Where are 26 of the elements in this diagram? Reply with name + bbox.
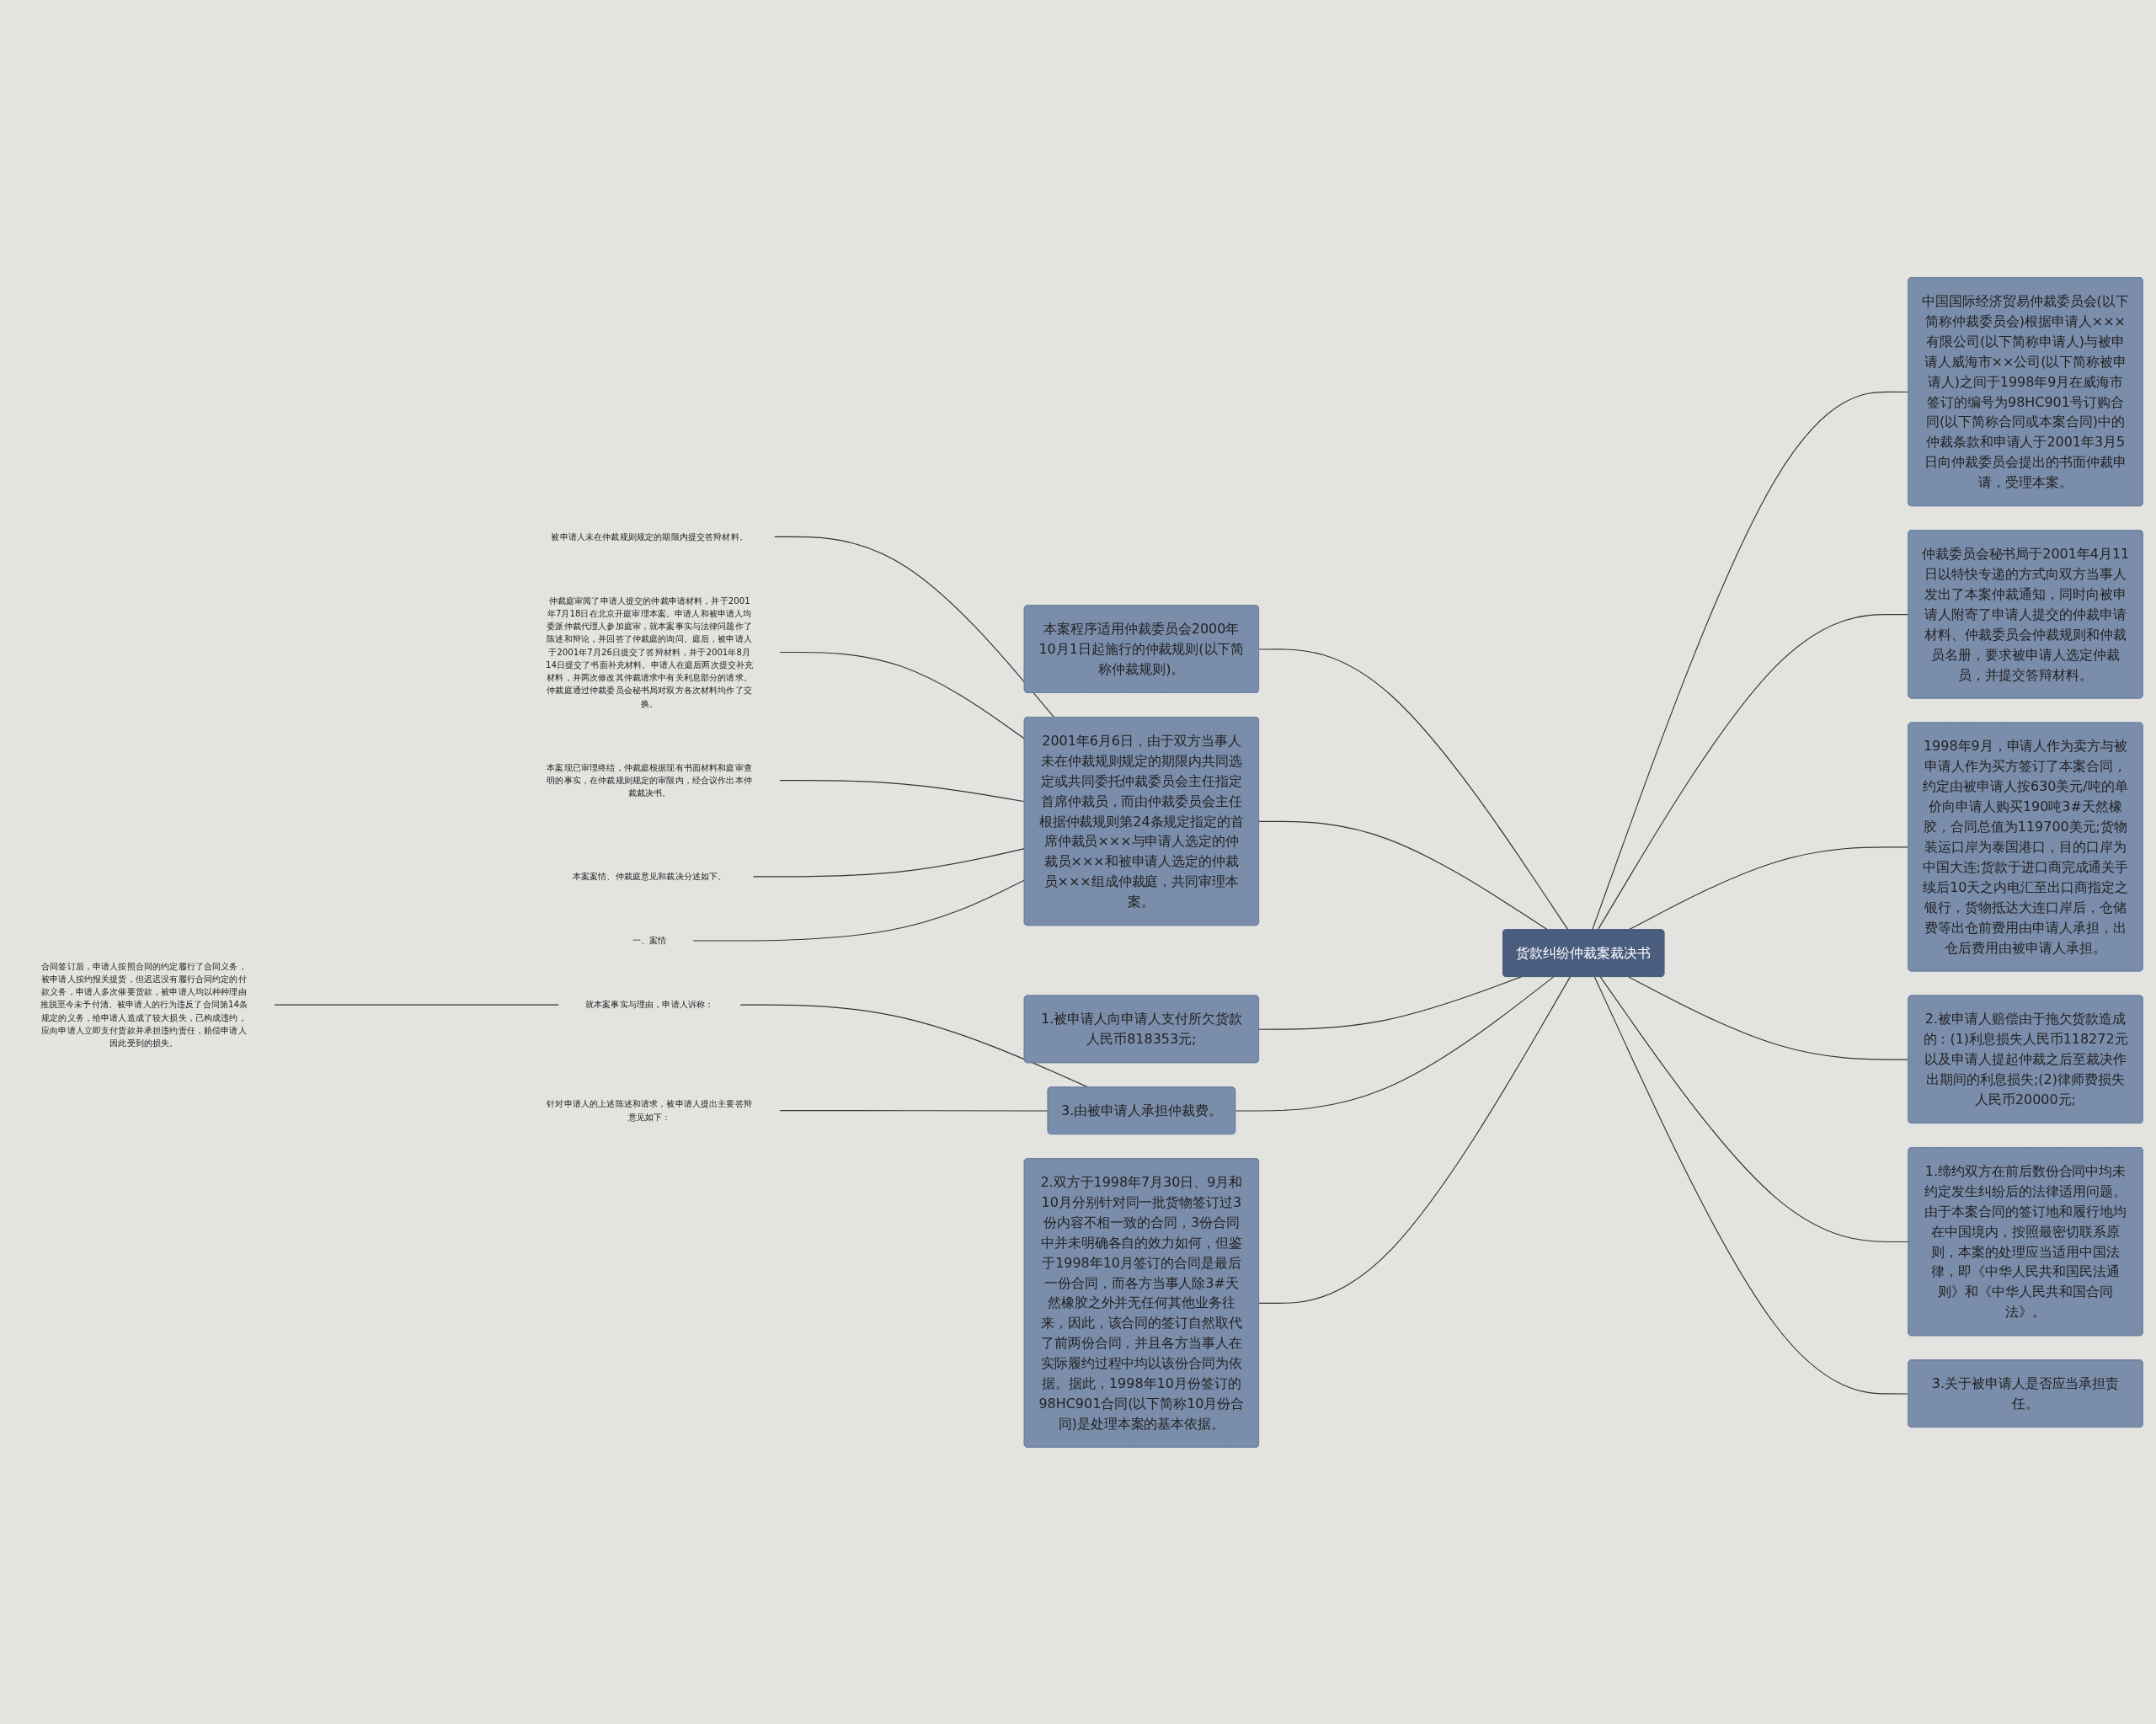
connector [779,779,1026,802]
connector [1258,975,1571,1304]
node-text: 被申请人未在仲裁规则规定的期限内提交答辩材料。 [551,531,748,542]
connector [274,1004,559,1006]
connector [779,651,1026,739]
connector [1258,975,1522,1030]
connector [1258,820,1549,931]
node-text: 一、案情 [632,935,667,945]
node-text: 本案案情、仲裁庭意见和裁决分述如下。 [572,871,727,881]
connector [752,847,1026,877]
connector [1235,975,1555,1112]
connector [779,1109,1049,1112]
node-text: 本案现已审理终结，仲裁庭根据现有书面材料和庭审查明的事实，在仲裁规则规定的审限内，经合议作出本仲裁裁决书。 [547,761,752,798]
connector [1599,975,1909,1242]
node-text: 针对申请人的上述陈述和请求，被申请人提出主要答辩意见如下： [547,1098,752,1122]
connector [1592,391,1909,931]
connector [1593,975,1909,1395]
connector [774,536,1055,718]
connector [1628,846,1909,931]
node-text: 就本案事实与理由，申请人诉称： [585,999,714,1010]
connector [1258,648,1569,931]
connector [1597,613,1909,931]
node-text: 合同签订后，申请人按照合同的约定履行了合同义务，被申请人按约报关提货，但迟迟没有履行合同约定的付款义务，申请人多次催要货款，被申请人均以种种理由推脱至今未予付清。被申请人的行为违反了合同第14条规定的义务，给申请人造成了较大损失，已构成违约，应向申请人立即支付货款并承担违约责任，赔偿申请人因此受到的损失。 [40,960,248,1048]
connector [692,878,1026,942]
node-text: 仲裁庭审阅了申请人提交的仲裁申请材料，并于2001年7月18日在北京开庭审理本案。申请人和被申请人均委派仲裁代理人参加庭审，就本案事实与法律问题作了陈述和辩论，并回答了仲裁庭的询问。庭后，被申请人于2001年7月26日提交了答辩材料，并于2001年8月14日提交了书面补充材料。申请人在庭后两次提交补充材料，并两次修改其仲裁请求中有关利息部分的请求。仲裁庭通过仲裁委员会秘书局对双方各次材料均作了交换。 [545,595,754,708]
connector [1628,975,1909,1060]
